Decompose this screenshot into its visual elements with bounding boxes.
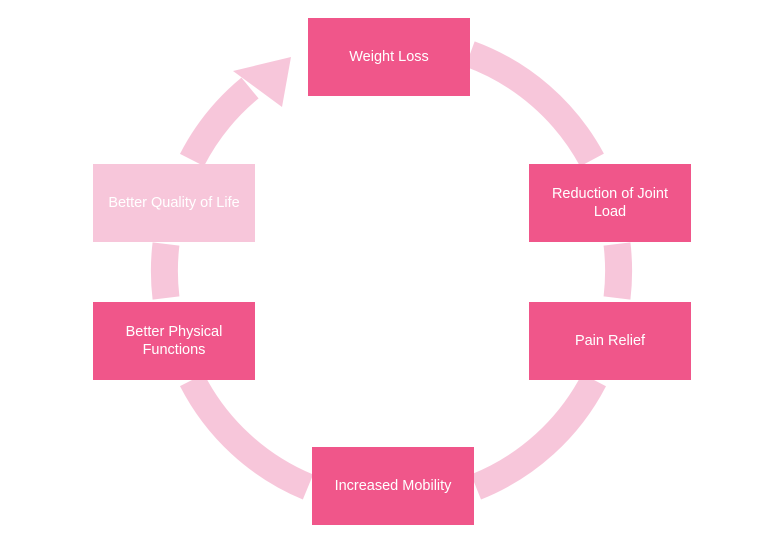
ring-segment-bottom-left [179, 373, 314, 500]
node-label: Increased Mobility [334, 478, 452, 494]
node-pain-relief: Pain Relief [529, 302, 691, 380]
node-label: Pain Relief [574, 333, 646, 349]
ring-segment-left [150, 242, 180, 300]
ring-segment-right [603, 242, 633, 300]
node-label: Better Physical Functions [125, 324, 223, 358]
node-better-physical-functions: Better Physical Functions [93, 302, 255, 380]
node-label: Better Quality of Life [108, 195, 240, 211]
node-better-quality-of-life: Better Quality of Life [93, 164, 255, 242]
node-label: Reduction of Joint Load [551, 186, 669, 220]
ring-segment-top-left [179, 77, 259, 167]
node-reduction-of-joint-load: Reduction of Joint Load [529, 164, 691, 242]
node-label: Weight Loss [349, 49, 429, 65]
cycle-arrow-head [233, 57, 291, 107]
ring-segment-top-right [465, 41, 604, 167]
node-increased-mobility: Increased Mobility [312, 447, 474, 525]
ring-segment-bottom-right [470, 373, 606, 500]
node-weight-loss: Weight Loss [308, 18, 470, 96]
